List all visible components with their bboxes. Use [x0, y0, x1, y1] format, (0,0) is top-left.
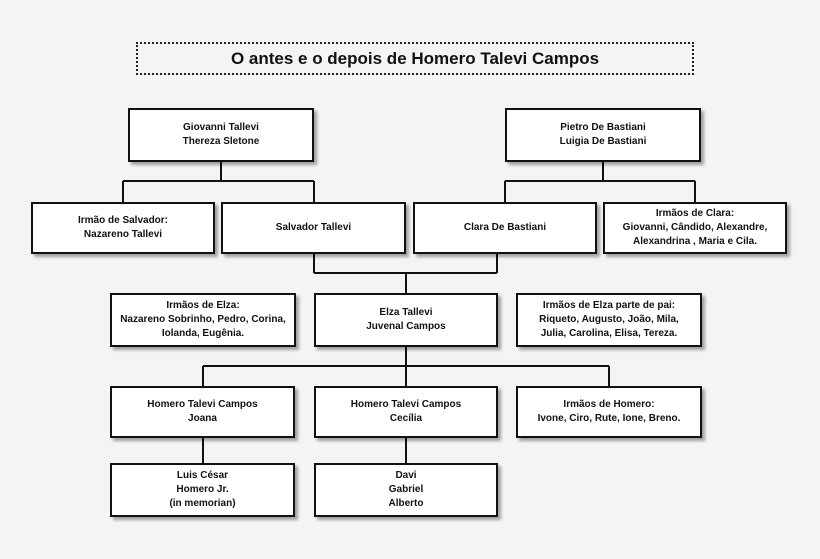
node-line: Giovanni, Cândido, Alexandre,: [622, 222, 768, 233]
node-line: Elza Tallevi: [379, 307, 433, 318]
node-irmaos-elza: Irmãos de Elza: Nazareno Sobrinho, Pedro…: [110, 293, 296, 347]
node-line: Nazareno Tallevi: [83, 229, 163, 240]
node-line: Homero Talevi Campos: [350, 399, 462, 410]
node-clara: Clara De Bastiani: [413, 202, 597, 254]
node-line: Thereza Sletone: [182, 136, 260, 147]
node-line: Joana: [188, 413, 217, 424]
node-line: Giovanni Tallevi: [183, 122, 259, 133]
node-salvador: Salvador Tallevi: [221, 202, 406, 254]
node-line: Alexandrina , Maria e Cila.: [633, 236, 757, 247]
node-line: Homero Talevi Campos: [147, 399, 258, 410]
node-line: Luigia De Bastiani: [559, 136, 647, 147]
node-filhos-cecilia: Davi Gabriel Alberto: [314, 463, 498, 517]
node-line: Homero Jr.: [176, 484, 229, 495]
node-irmaos-homero: Irmãos de Homero: Ivone, Ciro, Rute, Ion…: [516, 386, 702, 438]
node-line: Iolanda, Eugênia.: [161, 328, 245, 339]
node-line: Salvador Tallevi: [275, 222, 352, 233]
node-line: Irmãos de Clara:: [655, 208, 735, 219]
node-line: Riqueto, Augusto, João, Mila,: [539, 314, 679, 325]
node-line: (in memorian): [169, 498, 236, 509]
node-irmaos-elza-pai: Irmãos de Elza parte de pai: Riqueto, Au…: [516, 293, 702, 347]
node-line: Julia, Carolina, Elisa, Tereza.: [540, 328, 678, 339]
node-line: Irmão de Salvador:: [77, 215, 169, 226]
node-irmaos-clara: Irmãos de Clara: Giovanni, Cândido, Alex…: [603, 202, 787, 254]
node-giovanni-thereza: Giovanni Tallevi Thereza Sletone: [128, 108, 314, 162]
node-line: Nazareno Sobrinho, Pedro, Corina,: [120, 314, 286, 325]
node-line: Cecília: [389, 413, 423, 424]
node-irmao-salvador: Irmão de Salvador: Nazareno Tallevi: [31, 202, 215, 254]
node-line: Luis César: [176, 470, 229, 481]
node-filhos-joana: Luis César Homero Jr. (in memorian): [110, 463, 295, 517]
node-homero-joana: Homero Talevi Campos Joana: [110, 386, 295, 438]
node-line: Irmãos de Elza:: [166, 300, 240, 311]
node-elza-juvenal: Elza Tallevi Juvenal Campos: [314, 293, 498, 347]
node-line: Clara De Bastiani: [463, 222, 547, 233]
node-homero-cecilia: Homero Talevi Campos Cecília: [314, 386, 498, 438]
node-pietro-luigia: Pietro De Bastiani Luigia De Bastiani: [505, 108, 701, 162]
node-line: Alberto: [388, 498, 424, 509]
node-line: Ivone, Ciro, Rute, Ione, Breno.: [537, 413, 681, 424]
node-line: Gabriel: [388, 484, 424, 495]
node-line: Pietro De Bastiani: [560, 122, 646, 133]
node-line: Irmãos de Homero:: [563, 399, 655, 410]
node-line: Davi: [395, 470, 417, 481]
node-line: Juvenal Campos: [366, 321, 446, 332]
node-line: Irmãos de Elza parte de pai:: [542, 300, 676, 311]
page-title: O antes e o depois de Homero Talevi Camp…: [136, 42, 694, 75]
